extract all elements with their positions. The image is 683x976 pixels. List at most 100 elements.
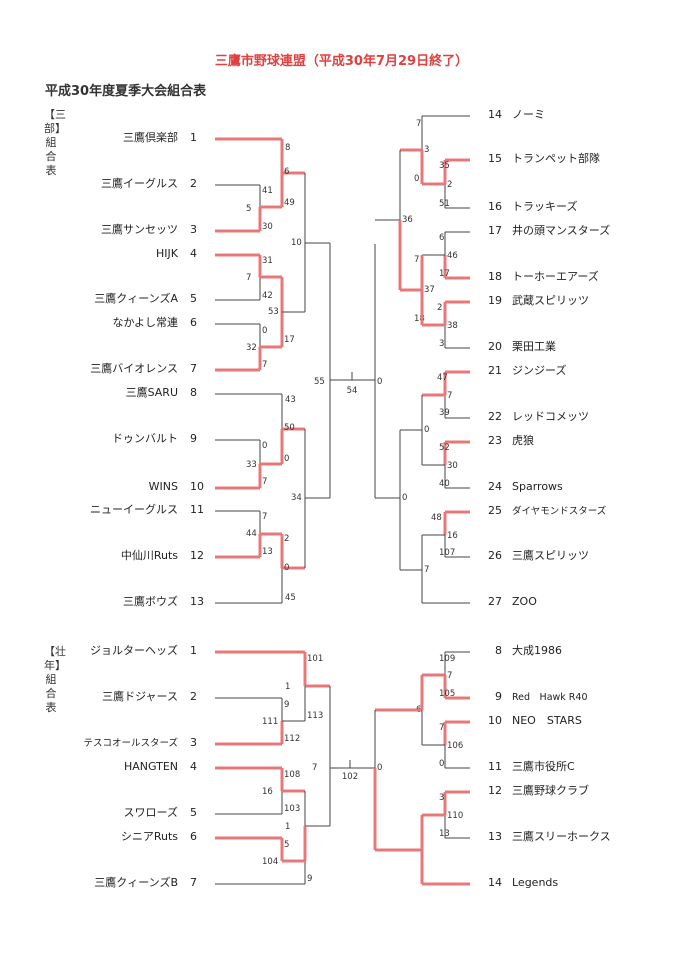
score-label: 0 <box>284 563 289 573</box>
score-label: 5 <box>284 840 289 850</box>
score-label: 30 <box>262 222 273 232</box>
score-label: 7 <box>262 477 267 487</box>
score-label: 8 <box>285 143 290 153</box>
team-seed: 6 <box>190 830 197 843</box>
score-label: 7 <box>424 565 429 575</box>
score-label: 106 <box>447 741 463 751</box>
team-name: Sparrows <box>512 480 563 493</box>
team-seed: 8 <box>190 386 197 399</box>
score-label: 2 <box>447 180 452 190</box>
team-seed: 14 <box>488 108 502 121</box>
team-name: 三鷹SARU <box>125 386 178 399</box>
team-seed: 19 <box>488 294 502 307</box>
team-seed: 7 <box>190 362 197 375</box>
score-label: 2 <box>284 534 289 544</box>
team-name: スワローズ <box>123 806 178 819</box>
team-entry: テスコオールスターズ 3 <box>48 736 212 751</box>
team-name: 栗田工業 <box>512 340 556 353</box>
team-seed: 20 <box>488 340 502 353</box>
score-label: 1 <box>285 822 290 832</box>
team-name: ZOO <box>512 595 537 608</box>
team-seed: 26 <box>488 549 502 562</box>
team-seed: 16 <box>488 200 502 213</box>
score-label: 7 <box>262 360 267 370</box>
team-name: ニューイーグルス <box>90 503 178 516</box>
team-name: 中仙川Ruts <box>120 549 178 562</box>
score-label: 0 <box>414 174 419 184</box>
team-seed: 7 <box>190 876 197 889</box>
score-label: 9 <box>307 874 312 884</box>
team-seed: 18 <box>488 270 502 283</box>
team-seed: 3 <box>190 736 197 749</box>
score-label: 112 <box>284 734 300 744</box>
score-label: 111 <box>262 717 278 727</box>
score-label: 7 <box>447 671 452 681</box>
team-seed: 22 <box>488 410 502 423</box>
team-entry: 20 栗田工業 <box>480 340 556 354</box>
team-name: WINS <box>148 480 178 493</box>
team-entry: 三鷹イーグルス 2 <box>48 177 212 191</box>
team-name: シニアRuts <box>120 830 178 843</box>
score-label: 31 <box>262 256 273 266</box>
score-label: 10 <box>291 238 302 248</box>
score-label: 0 <box>424 425 429 435</box>
score-label: 52 <box>439 443 450 453</box>
team-name: 三鷹イーグルス <box>101 177 178 190</box>
team-seed: 12 <box>190 549 204 562</box>
score-label: 6 <box>284 167 289 177</box>
team-seed: 10 <box>190 480 204 493</box>
score-label: 38 <box>447 321 458 331</box>
team-entry: 24 Sparrows <box>480 480 563 494</box>
team-name: HIJK <box>156 247 178 260</box>
score-label: 0 <box>284 454 289 464</box>
score-label: 35 <box>439 161 450 171</box>
team-entry: 三鷹ボウズ 13 <box>48 595 212 609</box>
score-label: 110 <box>447 811 463 821</box>
score-label: 50 <box>284 423 295 433</box>
score-label: 103 <box>284 804 300 814</box>
score-label: 36 <box>402 215 413 225</box>
score-label: 113 <box>307 711 323 721</box>
score-label: 43 <box>285 395 296 405</box>
score-label: 109 <box>439 654 455 664</box>
team-seed: 2 <box>190 177 197 190</box>
team-name: テスコオールスターズ <box>83 738 178 749</box>
team-seed: 2 <box>190 690 197 703</box>
score-label: 37 <box>424 285 435 295</box>
team-name: ダイヤモンドスターズ <box>512 506 607 517</box>
score-label: 40 <box>439 479 450 489</box>
score-label: 0 <box>402 493 407 503</box>
team-name: 虎狼 <box>512 434 534 447</box>
score-label: 102 <box>342 772 358 782</box>
score-label: 33 <box>246 460 257 470</box>
team-name: NEO STARS <box>512 714 582 727</box>
team-name: 三鷹倶楽部 <box>123 131 178 144</box>
score-label: 7 <box>447 391 452 401</box>
team-name: 三鷹ボウズ <box>123 595 178 608</box>
team-seed: 24 <box>488 480 502 493</box>
team-seed: 3 <box>190 223 197 236</box>
score-label: 13 <box>262 547 273 557</box>
team-seed: 13 <box>190 595 204 608</box>
score-label: 51 <box>439 199 450 209</box>
score-label: 44 <box>246 529 257 539</box>
team-seed: 13 <box>488 830 502 843</box>
score-label: 7 <box>312 763 317 773</box>
